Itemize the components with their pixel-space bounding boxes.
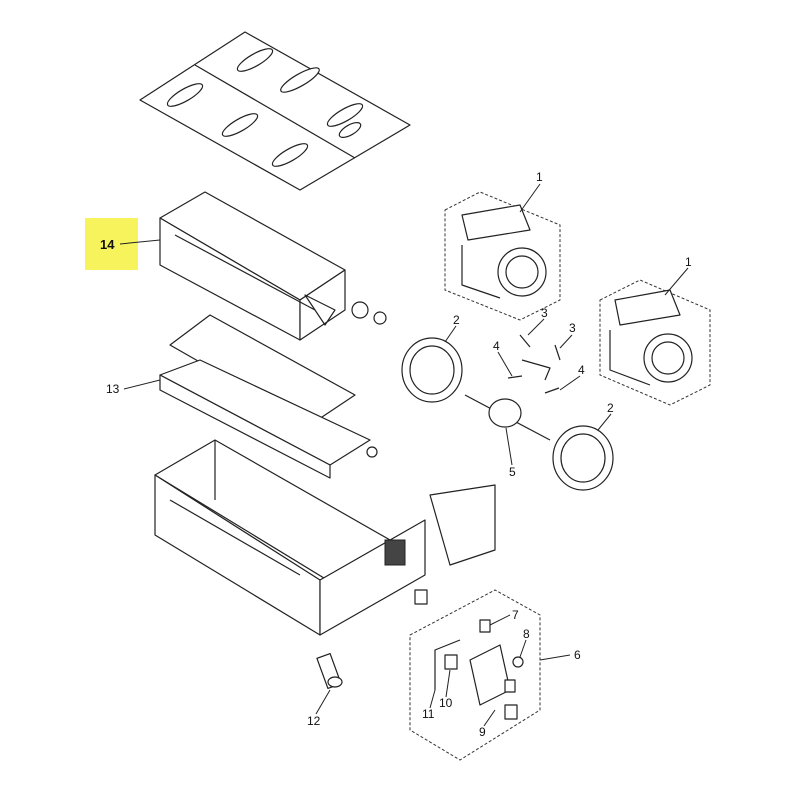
callout-3b: 3: [569, 321, 576, 335]
blower-wheel-2: [552, 425, 614, 491]
callout-4: 4: [493, 339, 500, 353]
control-box-assembly: [409, 589, 541, 761]
callout-4b: 4: [578, 363, 585, 377]
small-bracket: [414, 589, 428, 605]
control-box-cover: [429, 484, 496, 566]
fan-housing-1b: [599, 279, 711, 406]
top-cover-panel: [139, 31, 411, 191]
callout-9: 9: [479, 725, 486, 739]
blower-wheel: [401, 337, 463, 403]
callout-1: 1: [536, 170, 543, 184]
fan-housing-1: [444, 191, 561, 321]
unit-chassis: [154, 439, 426, 636]
callout-5: 5: [509, 465, 516, 479]
connector-fitting: [316, 652, 343, 690]
callout-12: 12: [307, 714, 321, 728]
fan-motor: [488, 398, 522, 428]
heat-exchanger-coil: [159, 191, 387, 341]
callout-2: 2: [453, 313, 460, 327]
callout-2b: 2: [607, 401, 614, 415]
callout-10: 10: [439, 696, 453, 710]
callout-13: 13: [106, 382, 120, 396]
callout-11: 11: [422, 707, 435, 721]
callout-3: 3: [541, 306, 548, 320]
callout-6: 6: [574, 648, 581, 662]
callout-8: 8: [523, 627, 530, 641]
callout-labels: 1 1 2 2 3 3 4 4 5 6 7 8 9 10 11 12 13 14: [100, 170, 692, 739]
callout-14: 14: [100, 237, 115, 252]
leader-lines: [119, 183, 689, 727]
highlight-callout-14: [85, 218, 138, 270]
motor-clamp: [507, 334, 561, 394]
drain-pan: [159, 314, 378, 479]
callout-1b: 1: [685, 255, 692, 269]
motor-mount-bracket: [521, 359, 551, 381]
callout-7: 7: [512, 608, 519, 622]
